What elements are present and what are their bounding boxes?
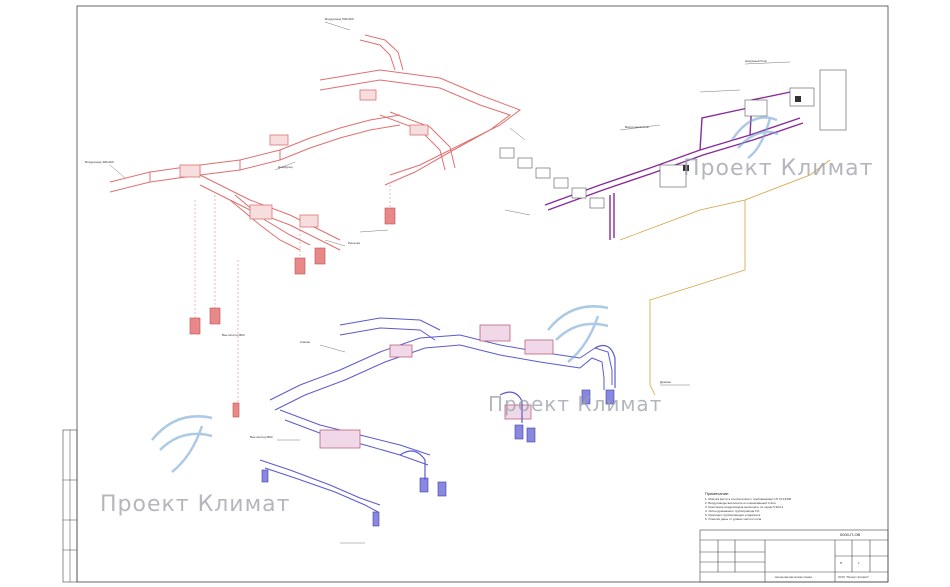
label-unit-2: Внутренний блок xyxy=(625,125,649,129)
watermark-text: Проект Климат xyxy=(100,492,291,517)
notes-title: Примечание: xyxy=(705,491,729,496)
supply-risers xyxy=(194,185,391,403)
supply-fans xyxy=(189,207,396,418)
notes-line: 2. Воздуховоды выполнить из оцинкованной… xyxy=(705,501,776,505)
supply-boxes xyxy=(179,89,429,228)
logo-mark xyxy=(151,116,779,473)
label-fan-2: Вентилятор ВКК xyxy=(250,435,273,439)
watermark-text: Проект Климат xyxy=(683,156,874,181)
label-diffuser: Диффузор xyxy=(278,165,293,169)
leader-lines xyxy=(109,21,791,544)
label-drain: Дренаж xyxy=(660,380,671,384)
exhaust-elbows xyxy=(399,345,616,480)
title-sheet: 1 xyxy=(858,561,860,565)
watermark-text: Проект Климат xyxy=(488,392,663,416)
label-top-duct-2: Воздуховод 400х200 xyxy=(85,160,114,164)
drain-line xyxy=(619,159,831,396)
exhaust-fans xyxy=(261,389,615,527)
title-drawing-name: Аксонометрическая схема xyxy=(775,575,812,579)
title-company: ООО "Проект Климат" xyxy=(838,575,869,579)
sheet-frame xyxy=(76,5,889,583)
cassette-markers xyxy=(683,96,801,171)
exhaust-boxes xyxy=(319,324,554,449)
notes-line: 4. Уклон дренажного трубопровода 1% xyxy=(705,509,760,513)
label-unit-1: Наружный блок xyxy=(745,59,767,63)
title-stage: П xyxy=(840,561,842,565)
notes-block: Примечание: 1. Монтаж вести в соответств… xyxy=(705,491,792,521)
notes-line: 1. Монтаж вести в соответствии с требова… xyxy=(705,497,792,501)
label-top-duct-1: Воздуховод 500х300 xyxy=(325,17,354,21)
notes-line: 3. Крепление воздуховодов выполнить по с… xyxy=(705,505,784,509)
label-grille: Решетка xyxy=(348,241,360,245)
label-valve: Клапан xyxy=(300,340,310,344)
title-block xyxy=(699,529,889,583)
label-fan-1: Вентилятор ВКК xyxy=(222,333,245,337)
title-code: 0000-П-ОВ xyxy=(840,532,861,537)
indoor-units xyxy=(499,69,847,209)
notes-line: 6. Отметки даны от уровня чистого пола xyxy=(705,517,762,521)
notes-line: 5. Изоляция трубопроводов хладагента xyxy=(705,513,761,517)
